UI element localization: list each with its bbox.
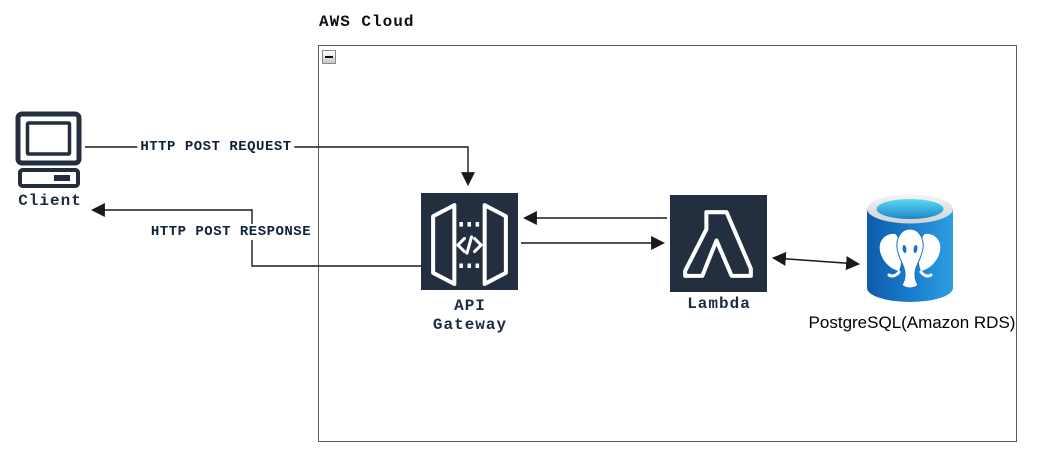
- code-glyph: [456, 235, 483, 255]
- collapse-button[interactable]: [322, 50, 336, 64]
- api-gateway-node: [421, 193, 518, 290]
- computer-icon: [15, 111, 82, 188]
- lambda-icon: [683, 210, 753, 278]
- api-gateway-label-line1: API: [454, 297, 486, 315]
- postgresql-database-icon: [867, 194, 953, 302]
- response-edge-label: HTTP POST RESPONSE: [147, 224, 315, 240]
- request-edge-label: HTTP POST REQUEST: [137, 139, 295, 155]
- rds-node: [866, 192, 954, 305]
- client-label: Client: [18, 192, 82, 210]
- client-node: [15, 111, 83, 190]
- lambda-node: [670, 195, 767, 292]
- aws-cloud-title: AWS Cloud: [319, 13, 415, 31]
- lambda-label: Lambda: [687, 295, 751, 313]
- api-gateway-label: API Gateway: [433, 297, 507, 335]
- minus-icon: [325, 56, 333, 58]
- postgres-elephant: [879, 228, 941, 289]
- api-gateway-icon: [431, 203, 508, 286]
- api-gateway-label-line2: Gateway: [432, 316, 508, 334]
- rds-label: PostgreSQL(Amazon RDS): [808, 313, 1016, 332]
